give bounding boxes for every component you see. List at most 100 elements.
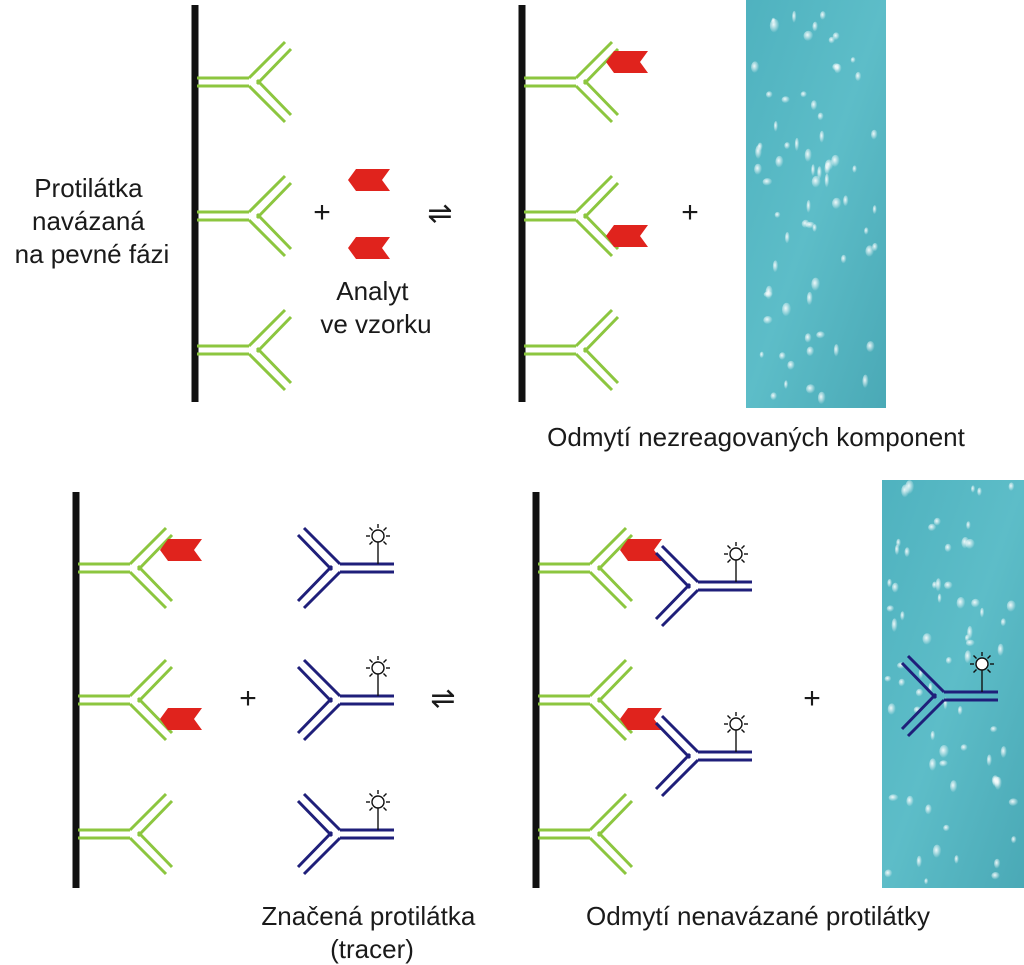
droplet (900, 611, 905, 621)
droplet (939, 745, 950, 758)
equilibrium-arrows: ⇌ (427, 197, 452, 230)
droplet (971, 598, 980, 608)
capture-antibody (522, 40, 620, 124)
droplet (960, 744, 968, 752)
droplet (901, 484, 910, 498)
droplet (915, 688, 924, 697)
droplet (804, 148, 812, 162)
droplet (811, 277, 821, 291)
droplet (804, 333, 812, 343)
bound-analyte (606, 225, 648, 247)
bound-tracer-antibody (654, 710, 754, 798)
droplet (924, 878, 929, 885)
bound-analyte (160, 539, 202, 561)
droplet (762, 178, 773, 186)
droplet (774, 211, 781, 219)
droplet (763, 316, 773, 325)
plus-sign: + (681, 196, 699, 229)
droplet (1008, 482, 1015, 492)
droplet (806, 346, 815, 357)
capture-antibody (522, 174, 620, 258)
droplet (784, 380, 789, 390)
droplet (852, 165, 857, 173)
droplet (771, 17, 776, 24)
droplet (916, 855, 922, 868)
droplet (1011, 836, 1017, 844)
plus-sign: + (803, 682, 821, 715)
droplet (811, 175, 821, 188)
droplet (1006, 600, 1017, 612)
droplet (832, 63, 841, 71)
droplet (994, 858, 1001, 869)
droplet (794, 137, 800, 152)
droplet (819, 130, 825, 143)
droplet (784, 142, 791, 150)
capture-antibody (76, 526, 174, 610)
wash-fluid-1 (746, 0, 886, 408)
capture-antibody (536, 526, 634, 610)
droplet (939, 760, 948, 767)
tracer-antibody (296, 654, 396, 742)
capture-antibody (76, 792, 174, 876)
droplet (775, 155, 784, 168)
droplet (954, 855, 959, 864)
droplet (872, 205, 877, 215)
droplet (832, 197, 842, 210)
tracer-antibody (296, 788, 396, 876)
label-wash-unreacted: Odmytí nezreagovaných komponent (547, 422, 965, 452)
droplet (816, 331, 826, 339)
label-tracer: Značená protilátka (tracer) (261, 901, 482, 964)
bound-tracer-antibody (654, 540, 754, 628)
droplet (887, 703, 896, 715)
droplet (864, 227, 869, 235)
droplet (806, 291, 813, 306)
droplet (787, 360, 795, 370)
bound-analyte (620, 539, 662, 561)
droplet (865, 245, 875, 257)
droplet (967, 626, 973, 640)
plus-sign: + (239, 682, 257, 715)
droplet (800, 91, 807, 98)
droplet (755, 145, 762, 160)
droplet (945, 657, 953, 665)
droplet (906, 795, 914, 807)
droplet (1000, 746, 1007, 759)
droplet (751, 61, 760, 73)
droplet (929, 758, 937, 771)
droplet (779, 352, 786, 360)
droplet (986, 754, 993, 767)
droplet (956, 597, 966, 609)
droplet (803, 30, 814, 42)
droplet (866, 341, 875, 353)
droplet (965, 639, 975, 647)
droplet (850, 57, 856, 64)
equilibrium-arrows: ⇌ (430, 682, 455, 715)
droplet (754, 163, 763, 175)
droplet (992, 776, 1001, 788)
droplet (922, 633, 932, 645)
droplet (831, 154, 840, 168)
droplet (888, 794, 899, 802)
tracer-antibody (296, 522, 396, 610)
droplet (944, 543, 952, 553)
droplet (792, 10, 797, 23)
capture-antibody (195, 174, 293, 258)
capture-antibody (76, 658, 174, 742)
droplet (990, 726, 998, 733)
droplet (770, 392, 778, 401)
capture-antibody (536, 658, 634, 742)
bound-analyte (620, 708, 662, 730)
droplet (925, 804, 932, 815)
droplet (966, 521, 971, 530)
droplet (891, 618, 898, 633)
droplet (971, 485, 976, 493)
droplet (894, 544, 900, 556)
capture-antibody (536, 792, 634, 876)
droplet (884, 675, 892, 682)
droplet (773, 121, 779, 132)
capture-antibody (195, 308, 293, 392)
droplet (805, 221, 816, 229)
droplet (824, 173, 830, 188)
label-analyte: Analyt ve vzorku (320, 276, 431, 339)
